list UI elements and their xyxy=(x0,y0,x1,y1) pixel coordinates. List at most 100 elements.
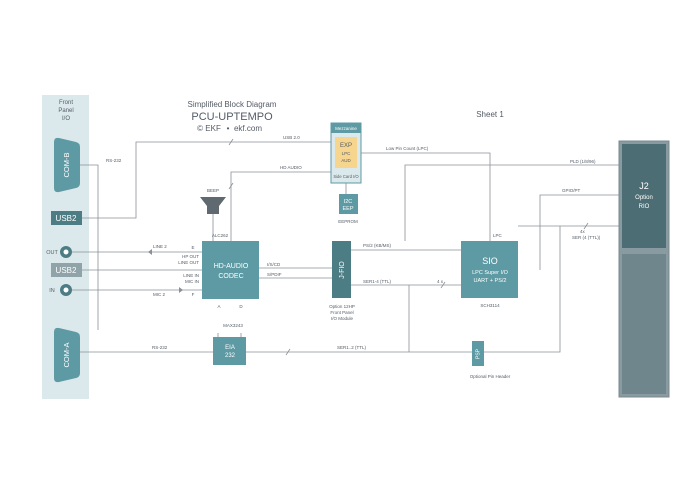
eia-line-2: 232 xyxy=(225,353,236,359)
line-low-pin-count xyxy=(361,152,491,241)
label-low-pin-count: Low Pin Count (LPC) xyxy=(386,146,429,151)
sio-part: SCH3114 xyxy=(480,303,500,308)
com-b-label: COM-B xyxy=(62,153,71,178)
beep-label: BEEP xyxy=(207,188,219,193)
sheet-label: Sheet 1 xyxy=(476,110,504,119)
eep-label: EEP xyxy=(342,206,353,212)
label-ser14: SER1-4 (TTL) xyxy=(363,279,392,284)
usb-bottom-label: USB2 xyxy=(56,266,77,275)
label-usb20: USB 2.0 xyxy=(283,135,300,140)
usb-top-port xyxy=(51,211,82,225)
psp-label: PSP xyxy=(475,348,481,359)
codec-pin-e: E xyxy=(191,245,194,250)
label-gpio: GPIO/PT xyxy=(562,188,581,193)
sio-title: SIO xyxy=(482,256,498,266)
label-spdif-b: S/PDIF xyxy=(267,272,282,277)
codec-pin-a: A xyxy=(217,304,220,309)
brand-bullet: • xyxy=(227,124,230,133)
jfio-caption-2: Front Panel xyxy=(330,310,353,315)
codec-title-2: CODEC xyxy=(218,273,243,280)
mezzanine-inner xyxy=(335,137,357,168)
slash-hd-audio xyxy=(228,182,234,190)
line-rs232-top xyxy=(80,164,99,330)
mezzanine-title: Mezzanine xyxy=(335,126,357,131)
slash-ser14 xyxy=(440,281,446,289)
diagram-subtitle: Simplified Block Diagram xyxy=(188,100,277,109)
j2-bottom xyxy=(622,254,666,394)
line-hd-audio xyxy=(230,171,331,241)
mezzanine-exp: EXP xyxy=(340,143,352,149)
jfio-caption-1: Option 12HP xyxy=(329,304,355,309)
usb-bottom-port xyxy=(51,263,82,277)
eia-block xyxy=(213,337,246,365)
slash-ser-ttl xyxy=(583,222,589,230)
front-panel-label-2: Panel xyxy=(58,108,73,114)
usb-top-label: USB2 xyxy=(56,214,77,223)
label-ser12: SER1..2 (TTL) xyxy=(337,345,367,350)
mezzanine-header xyxy=(331,123,361,133)
front-panel-label-1: Front xyxy=(59,100,73,106)
line-usb20 xyxy=(82,141,331,219)
label-hd-audio: HD AUDIO xyxy=(280,165,302,170)
psp-caption: Optional Pin Header xyxy=(470,374,511,379)
codec-io-hpout: HP OUT xyxy=(182,254,199,259)
codec-block xyxy=(202,241,259,299)
line-gpio xyxy=(539,194,619,270)
label-line2: LINE 2 xyxy=(153,244,167,249)
label-ser-4: 4x xyxy=(580,229,586,234)
com-a-label: COM-A xyxy=(62,343,71,368)
jack-in-label: IN xyxy=(49,288,55,294)
slash-usb20 xyxy=(228,138,234,146)
jack-in-hole xyxy=(63,287,69,293)
brand-label: © EKF xyxy=(197,124,221,133)
i2c-label: I2C xyxy=(344,199,353,205)
j2-title: J2 xyxy=(639,181,649,191)
label-rs232-top: RS-232 xyxy=(106,158,122,163)
front-panel-label-3: I/O xyxy=(62,116,70,122)
label-ps2: PS/2 (KB/MS) xyxy=(363,243,392,248)
codec-title-1: HD-AUDIO xyxy=(214,263,249,270)
mezzanine-sidecard: Side Card I/O xyxy=(333,174,359,179)
com-a-connector xyxy=(54,327,80,383)
mezzanine-lpc: LPC xyxy=(342,151,352,156)
label-lpc: LPC xyxy=(493,233,503,238)
sio-block xyxy=(461,241,518,298)
label-rs232-bottom: RS-232 xyxy=(152,345,168,350)
label-ser-4x: 4 x xyxy=(437,279,444,284)
j2-top xyxy=(622,144,666,248)
label-pld: PLD (1/8/96) xyxy=(570,159,596,164)
eia-part: MAX3243 xyxy=(223,323,243,328)
diagram-title: PCU-UPTEMPO xyxy=(191,111,273,123)
sio-line-2: UART + PS/2 xyxy=(474,278,507,284)
j2-rio: RIO xyxy=(639,204,650,210)
arrow-in xyxy=(179,287,183,293)
jfio-label: J-FIO xyxy=(339,261,346,279)
mezzanine-aud: AUD xyxy=(341,158,351,163)
label-mic2: MIC 2 xyxy=(153,292,165,297)
eeprom-caption: EEPROM xyxy=(338,219,358,224)
jfio-block xyxy=(332,241,351,298)
eia-line-1: EIA xyxy=(225,345,235,351)
jack-out-hole xyxy=(63,249,69,255)
sio-line-1: LPC Super I/O xyxy=(472,270,508,276)
line-psp-j2 xyxy=(484,226,561,353)
j2-option: Option xyxy=(635,195,653,201)
speaker-icon xyxy=(200,197,226,214)
codec-pin-f: F xyxy=(192,292,195,297)
i2c-block xyxy=(339,194,358,214)
jack-out-label: OUT xyxy=(46,250,58,256)
jfio-caption-3: I/O Module xyxy=(331,316,354,321)
psp-block xyxy=(472,341,484,366)
label-spdif-a: I/S/CD xyxy=(267,262,281,267)
codec-part: ALC262 xyxy=(212,233,229,238)
slash-ser12 xyxy=(285,348,291,356)
arrow-out xyxy=(148,249,152,255)
codec-io-linein: LINE IN xyxy=(183,273,199,278)
codec-pin-d: D xyxy=(239,304,243,309)
line-pld xyxy=(404,164,619,241)
codec-io-micin: MIC IN xyxy=(185,279,199,284)
label-ser-ttl: SER (4 (TTL)) xyxy=(572,235,601,240)
codec-io-lineout: LINE OUT xyxy=(178,260,199,265)
com-b-connector xyxy=(54,137,80,193)
